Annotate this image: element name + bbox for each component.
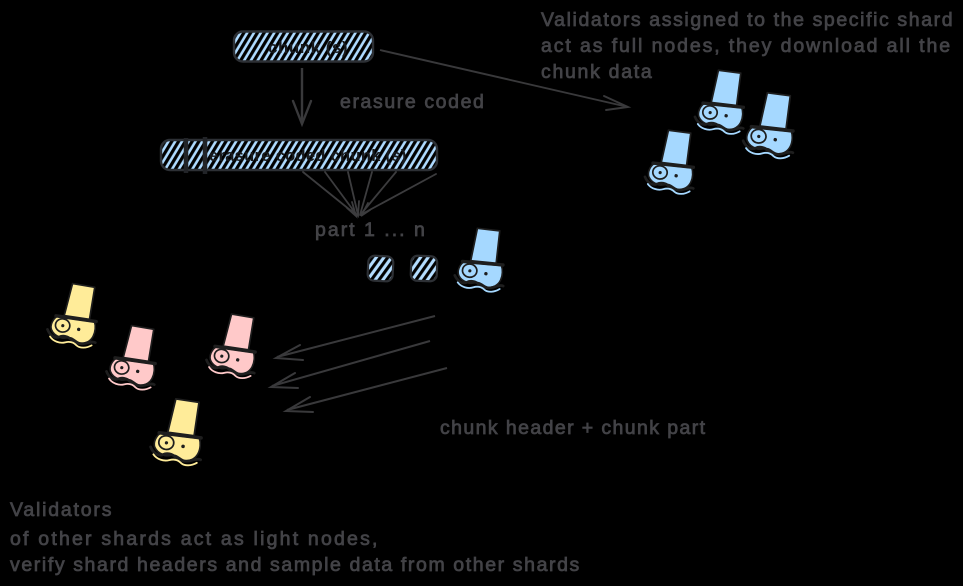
svg-text:of other shards act as light n: of other shards act as light nodes, [10,528,380,550]
svg-text:chunk (s): chunk (s) [268,38,348,57]
svg-text:erasure coded: erasure coded [340,91,485,113]
svg-text:chunk data: chunk data [541,61,653,83]
svg-text:part 1 ... n: part 1 ... n [315,219,427,241]
svg-text:verify shard headers and sampl: verify shard headers and sample data fro… [10,554,581,576]
svg-text:erasure coded chunk (s): erasure coded chunk (s) [209,147,407,165]
svg-text:act as full nodes, they downlo: act as full nodes, they download all the [541,35,952,57]
svg-text:chunk header + chunk part: chunk header + chunk part [440,417,706,439]
svg-text:Validators: Validators [10,499,113,521]
svg-text:Validators assigned to the spe: Validators assigned to the specific shar… [541,9,954,31]
